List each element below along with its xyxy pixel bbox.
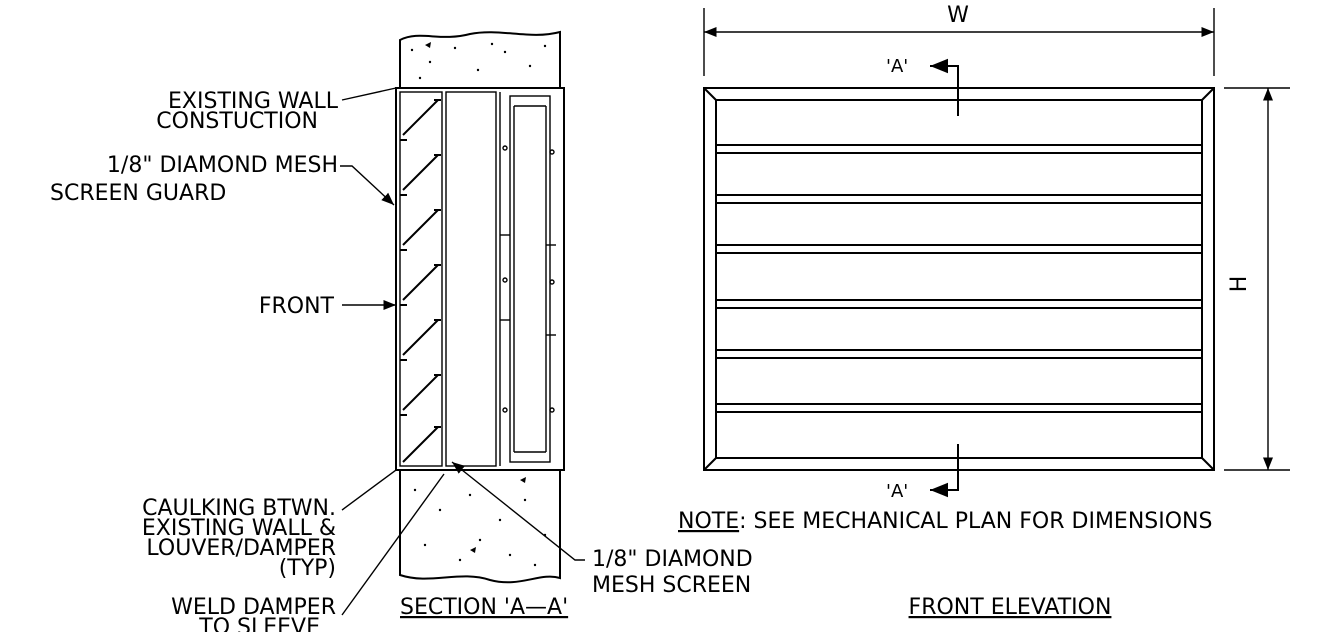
section-marker-bottom: 'A' xyxy=(886,481,908,502)
label-existing-wall-2: CONSTUCTION xyxy=(156,109,318,134)
sleeve-frame xyxy=(395,87,565,471)
label-caulking-1: CAULKING BTWN. xyxy=(142,496,336,521)
label-mesh-guard-1: 1/8" DIAMOND MESH xyxy=(107,153,338,178)
concrete-stipple xyxy=(410,42,547,567)
section-a-a: EXISTING WALL CONSTUCTION 1/8" DIAMOND M… xyxy=(50,30,753,632)
note-prefix: NOTE xyxy=(678,509,739,534)
label-mesh-screen-2: MESH SCREEN xyxy=(592,573,751,598)
label-front: FRONT xyxy=(259,294,335,319)
elevation-title: FRONT ELEVATION xyxy=(909,595,1112,620)
label-weld-1: WELD DAMPER xyxy=(171,595,336,620)
label-caulking-3: LOUVER/DAMPER xyxy=(146,536,336,561)
label-weld-2: TO SLEEVE xyxy=(198,615,320,632)
label-existing-wall-1: EXISTING WALL xyxy=(168,89,339,114)
dim-height-label: H xyxy=(1227,276,1252,293)
label-caulking-2: EXISTING WALL & xyxy=(142,516,336,541)
mesh-guard-zone xyxy=(399,91,443,467)
wall-bottom-concrete xyxy=(399,469,561,584)
section-marker-top: 'A' xyxy=(886,56,908,77)
louver-blades xyxy=(400,99,441,463)
front-elevation: W H 'A' 'A' NOTE: SEE MECHANI xyxy=(678,3,1290,620)
label-caulking-4: (TYP) xyxy=(279,556,336,581)
note-text: : SEE MECHANICAL PLAN FOR DIMENSIONS xyxy=(739,509,1212,534)
dim-width-label: W xyxy=(947,3,969,28)
dimension-note: NOTE: SEE MECHANICAL PLAN FOR DIMENSIONS xyxy=(678,509,1212,534)
label-mesh-screen-1: 1/8" DIAMOND xyxy=(592,547,753,572)
mesh-screen-panel xyxy=(445,91,497,467)
louver-blades-elevation xyxy=(716,144,1202,413)
damper-section xyxy=(509,95,551,463)
section-title: SECTION 'A—A' xyxy=(400,595,568,620)
wall-top-concrete xyxy=(399,30,561,89)
label-mesh-guard-2: SCREEN GUARD xyxy=(50,181,226,206)
